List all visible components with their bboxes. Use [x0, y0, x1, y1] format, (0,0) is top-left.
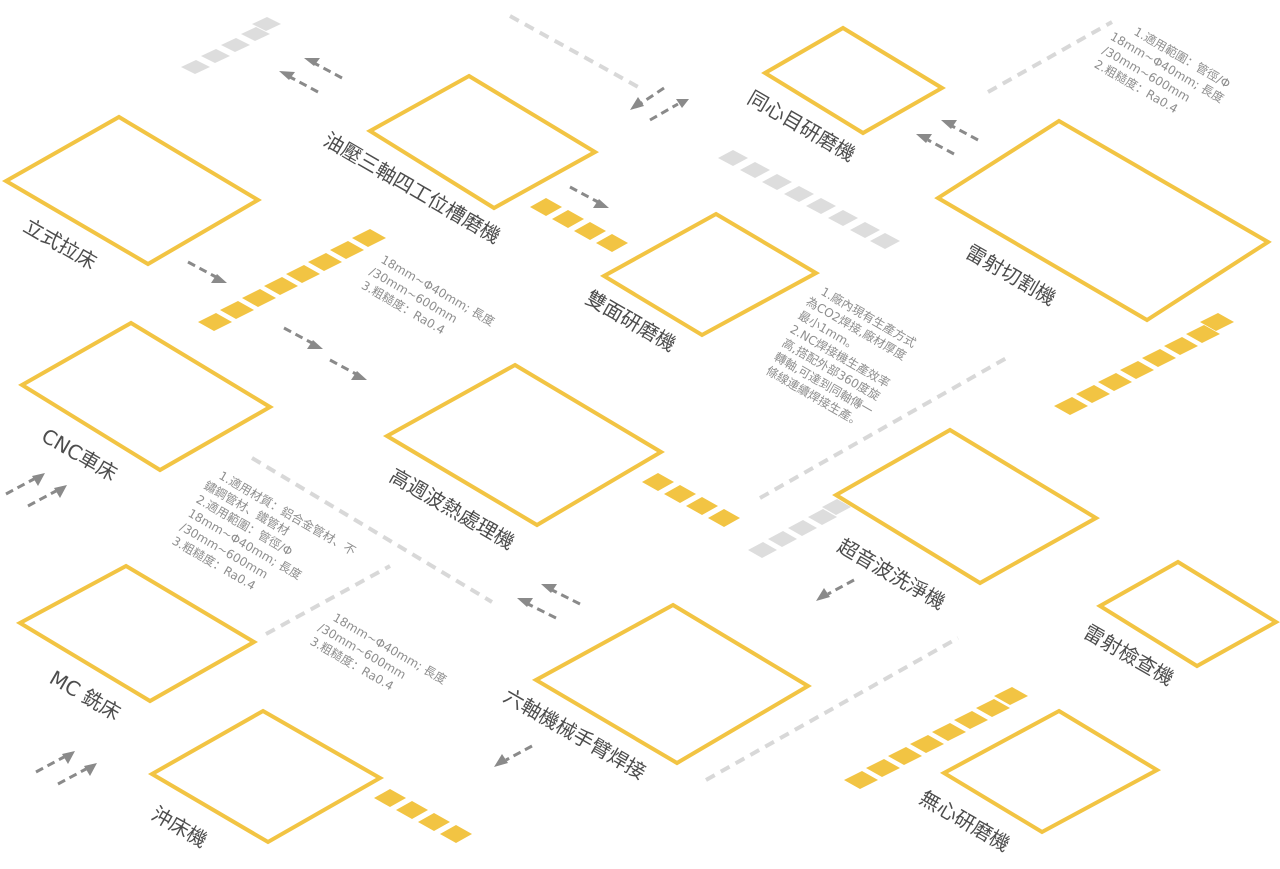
yellow-stripes-top-center: [530, 198, 628, 252]
arrow-head-icon: [351, 371, 367, 380]
label-hf-heat-treatment: 高週波熱處理機: [386, 464, 519, 555]
label-vertical-broach: 立式拉床: [20, 214, 101, 275]
note-upper-left: 18mm~Φ40mm; 長度 /30mm~600mm 3.粗糙度：Ra0.4: [359, 252, 497, 338]
label-laser-inspection: 雷射檢查機: [1080, 620, 1179, 691]
arrow-head-icon: [279, 71, 295, 80]
arrow-head-icon: [211, 274, 227, 283]
arrow-head-icon: [941, 120, 957, 129]
arrow-head-icon: [676, 99, 689, 108]
station-laser-cutting: [934, 118, 1272, 323]
arrow-head-icon: [630, 97, 644, 110]
arrow-head-icon: [54, 485, 67, 498]
station-hf-heat-treatment: [382, 362, 665, 528]
arrow-head-icon: [84, 763, 97, 776]
arrow-head-icon: [62, 751, 75, 764]
arrow-head-icon: [593, 199, 609, 208]
note-lower-left: 1.適用材質：鋁合金管材、不 鏽鋼管材、鐵管材 2.適用範圍：管徑/Φ 18mm…: [170, 468, 359, 593]
grey-stripes-top-left: [181, 17, 281, 74]
flow-arrows: [5, 58, 979, 786]
yellow-stripes-center: [642, 473, 740, 527]
station-centerless-grinder: [939, 708, 1162, 835]
label-cnc-lathe: CNC車床: [38, 424, 122, 486]
arrow-head-icon: [307, 340, 323, 349]
station-vertical-broach: [1, 114, 262, 267]
note-top-right: 1.適用範圍：管徑/Φ 18mm~Φ40mm; 長度 /30mm~600mm 2…: [1092, 24, 1233, 117]
station-cnc-lathe: [18, 320, 274, 473]
yellow-stripes-lower-right: [844, 687, 1028, 789]
label-punch-press: 沖床機: [148, 802, 212, 853]
station-laser-inspection: [1096, 559, 1280, 669]
yellow-stripes-right: [1054, 313, 1234, 415]
station-double-face-grinder: [600, 211, 821, 338]
yellow-stripes-left: [198, 229, 386, 331]
arrow-head-icon: [32, 473, 45, 486]
label-hydraulic-triaxial: 油壓三軸四工位槽磨機: [320, 128, 505, 249]
grey-stripes-right: [748, 499, 851, 558]
walkway-lines: [250, 14, 1113, 782]
label-mc-milling: MC 銑床: [46, 666, 125, 726]
note-middle-right: 1.廠內現有生產方式 為CO2焊接,廠材厚度 最小1mm。 2.NC焊接機生產效…: [764, 284, 919, 430]
arrow-head-icon: [816, 588, 830, 601]
station-punch-press: [147, 708, 385, 845]
label-ultrasonic-cleaning: 超音波洗淨機: [834, 534, 950, 615]
arrow-head-icon: [304, 58, 320, 66]
arrow-head-icon: [916, 134, 932, 143]
station-concentric-grinder: [761, 25, 946, 136]
grey-stripes-center: [718, 150, 900, 249]
label-centerless-grinder: 無心研磨機: [916, 786, 1015, 857]
label-double-face-grinder: 雙面研磨機: [582, 286, 681, 357]
station-ultrasonic-cleaning: [832, 427, 1100, 586]
arrow-head-icon: [494, 754, 508, 767]
yellow-stripes-bottom: [374, 789, 472, 843]
note-lower-middle: 18mm~Φ40mm; 長度 /30mm~600mm 3.粗糙度：Ra0.4: [308, 610, 450, 694]
arrow-head-icon: [517, 598, 533, 607]
station-six-axis-welding: [531, 602, 812, 766]
label-laser-cutting: 雷射切割機: [962, 240, 1061, 311]
station-mc-milling: [15, 563, 258, 704]
station-hydraulic-triaxial: [366, 73, 599, 211]
arrow-head-icon: [541, 584, 557, 593]
